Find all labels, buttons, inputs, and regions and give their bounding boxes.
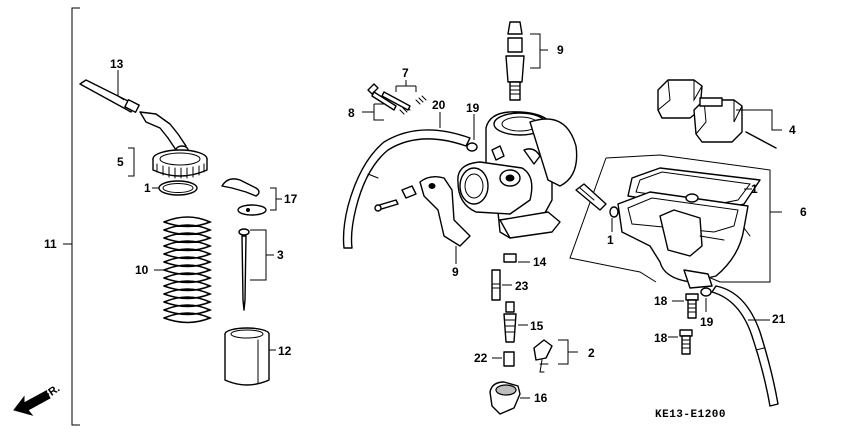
callout-15: 15 (530, 319, 544, 333)
part-14-needle-jet-holder (503, 253, 530, 263)
callout-5: 5 (117, 155, 124, 169)
callout-8: 8 (348, 106, 355, 120)
callout-10: 10 (135, 263, 149, 277)
part-1-o-ring (152, 180, 198, 196)
callout-19-clip: 19 (700, 315, 714, 329)
callout-1: 1 (144, 181, 151, 195)
bracket-6 (569, 154, 782, 283)
callout-12: 12 (278, 344, 292, 358)
diagram-code: KE13-E1200 (655, 409, 726, 421)
callout-labels: 11 13 5 1 10 17 3 12 7 8 20 19 9 9 14 23… (44, 43, 807, 405)
carburetor-body (457, 111, 578, 239)
callout-16: 16 (534, 391, 548, 405)
callout-19: 19 (466, 101, 480, 115)
callout-23: 23 (515, 279, 529, 293)
callout-9-top: 9 (557, 43, 564, 57)
part-21-drain-tube (711, 285, 779, 407)
part-19-tube-clip (700, 287, 712, 312)
part-16-float-pin-clip (489, 381, 530, 415)
front-direction-arrow (13, 390, 51, 416)
part-10-spring (154, 216, 213, 324)
callout-11: 11 (44, 237, 57, 251)
part-4-float (657, 79, 782, 149)
callout-7: 7 (402, 66, 409, 80)
part-13-cable-tube (79, 70, 140, 113)
callout-1-drain: 1 (607, 233, 614, 247)
callout-3: 3 (277, 248, 284, 262)
part-1-drain-screw (575, 183, 619, 232)
bracket-11 (63, 7, 80, 426)
part-19-clip (466, 114, 478, 152)
callout-21: 21 (772, 312, 786, 326)
callout-2: 2 (588, 346, 595, 360)
part-12-throttle-valve (224, 327, 276, 386)
part-5-carb-cap (128, 111, 208, 179)
part-23-needle-jet (491, 269, 512, 301)
callout-14: 14 (533, 255, 547, 269)
callout-6: 6 (800, 205, 807, 219)
callout-20: 20 (432, 98, 446, 112)
part-6-float-chamber (617, 191, 751, 289)
callout-18-upper: 18 (654, 294, 668, 308)
part-22-slow-jet (492, 351, 515, 367)
part-18-screw-upper (672, 293, 699, 319)
callout-22: 22 (474, 351, 488, 365)
part-9-choke-plunger (505, 21, 548, 101)
callout-13: 13 (110, 57, 124, 71)
part-20-overflow-tube (342, 112, 471, 249)
callout-17: 17 (284, 192, 298, 206)
part-3-jet-needle (238, 228, 274, 311)
callout-4: 4 (789, 123, 796, 137)
part-18-screw-lower (668, 329, 693, 355)
part-17-needle-clip (221, 178, 282, 216)
part-9-choke-lever (374, 175, 471, 264)
part-2-float-valve (533, 339, 578, 373)
part-8-pilot-screw (362, 83, 411, 121)
callout-1-gasket: 1 (751, 182, 758, 196)
part-7-throttle-stop-screw (381, 80, 427, 111)
callout-18-lower: 18 (654, 331, 668, 345)
part-15-main-jet (503, 301, 528, 343)
callout-9-lever: 9 (452, 265, 459, 279)
